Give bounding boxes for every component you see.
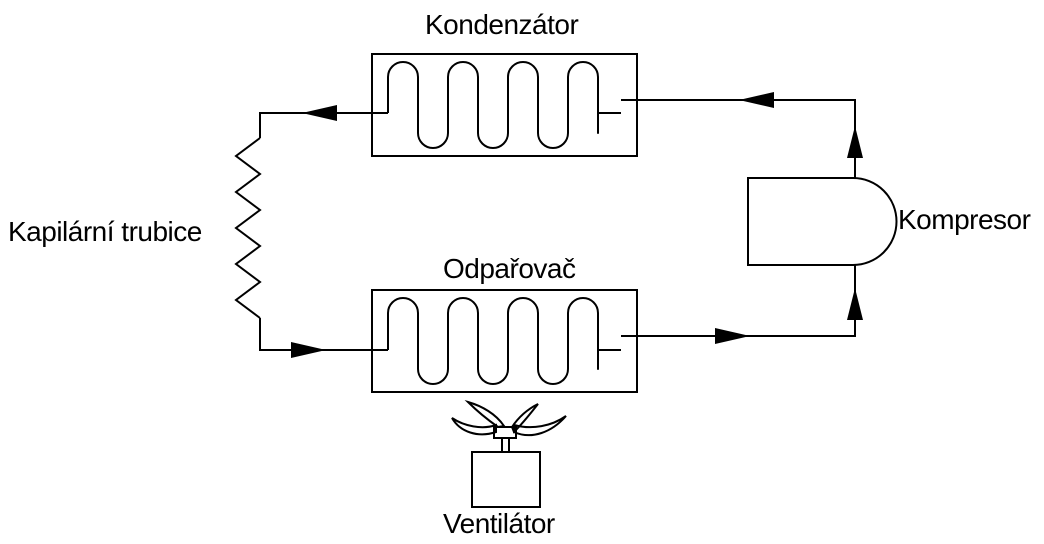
fan-blade-right bbox=[513, 415, 567, 437]
condenser-label: Kondenzátor bbox=[425, 9, 579, 40]
compressor-body bbox=[747, 177, 898, 266]
pipe-condenser-to-capillary bbox=[259, 112, 388, 138]
pipe-compressor-to-condenser bbox=[621, 99, 856, 178]
condenser-box bbox=[371, 53, 638, 157]
flow-arrow-compressor-discharge bbox=[847, 126, 863, 158]
condenser-coil bbox=[387, 61, 621, 149]
evaporator-box bbox=[371, 289, 638, 393]
pipe-capillary-to-evaporator bbox=[259, 318, 388, 351]
evaporator-coil bbox=[387, 297, 621, 385]
capillary-tube-label: Kapilární trubice bbox=[8, 216, 202, 247]
pipe-evaporator-to-compressor bbox=[621, 265, 856, 337]
evaporator-label: Odpařovač bbox=[443, 253, 576, 284]
evaporator bbox=[371, 289, 638, 393]
compressor-label: Kompresor bbox=[898, 204, 1031, 235]
capillary-tube-zigzag bbox=[234, 137, 262, 319]
fan-label: Ventilátor bbox=[443, 508, 555, 539]
fan-motor bbox=[471, 451, 541, 508]
flow-arrow-compressor-suction bbox=[847, 288, 863, 320]
fan bbox=[451, 399, 567, 508]
condenser bbox=[371, 53, 638, 157]
fan-blade-top-left bbox=[464, 399, 506, 429]
flow-arrow-capillary-outlet bbox=[291, 342, 326, 358]
flow-arrow-condenser-outlet bbox=[302, 105, 337, 121]
fan-blade-left bbox=[451, 417, 497, 436]
flow-arrow-evaporator-outlet bbox=[715, 328, 750, 344]
fan-blade-top-right bbox=[510, 403, 539, 434]
flow-arrow-condenser-inlet bbox=[739, 92, 774, 108]
